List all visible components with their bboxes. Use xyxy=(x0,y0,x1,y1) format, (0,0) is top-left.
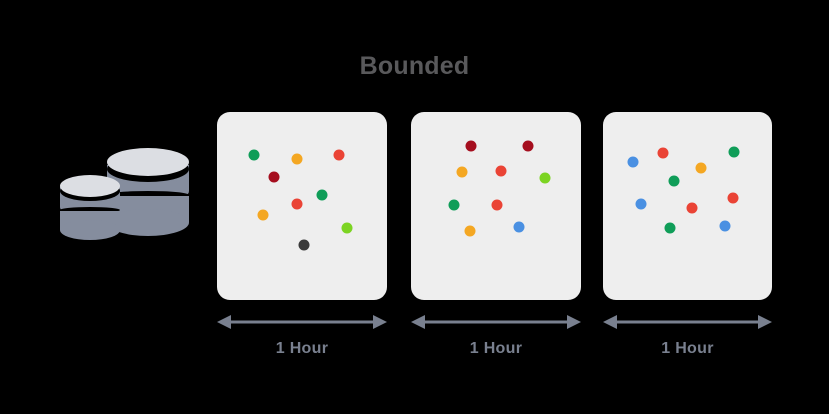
event-dot xyxy=(522,140,534,152)
event-dot xyxy=(719,220,731,232)
time-window-3: 1 Hour xyxy=(603,112,772,357)
event-dot xyxy=(333,149,345,161)
window-panel xyxy=(411,112,581,300)
event-dot xyxy=(465,140,477,152)
event-dot xyxy=(627,156,639,168)
large-cylinder-icon xyxy=(107,148,189,238)
event-dot xyxy=(668,175,680,187)
event-dot xyxy=(291,198,303,210)
event-dot xyxy=(248,149,260,161)
duration-arrow-2: 1 Hour xyxy=(411,312,581,358)
small-cylinder-icon xyxy=(60,175,120,240)
event-dot xyxy=(448,199,460,211)
event-dot xyxy=(291,153,303,165)
duration-label: 1 Hour xyxy=(661,340,714,357)
event-dot xyxy=(456,166,468,178)
event-dot xyxy=(635,198,647,210)
event-dot xyxy=(257,209,269,221)
database-stack-icon xyxy=(55,140,200,245)
event-dot xyxy=(657,147,669,159)
event-dot xyxy=(728,146,740,158)
duration-arrow-3: 1 Hour xyxy=(603,312,772,358)
event-dot xyxy=(686,202,698,214)
time-window-1: 1 Hour xyxy=(217,112,387,357)
event-dot xyxy=(539,172,551,184)
window-panel xyxy=(603,112,772,300)
event-dot xyxy=(513,221,525,233)
double-arrow-icon xyxy=(217,315,387,329)
event-dot xyxy=(695,162,707,174)
event-dot xyxy=(495,165,507,177)
page-title: Bounded xyxy=(359,52,470,80)
double-arrow-icon xyxy=(603,315,772,329)
window-panel xyxy=(217,112,387,300)
event-dot xyxy=(298,239,310,251)
event-dot xyxy=(664,222,676,234)
event-dot xyxy=(341,222,353,234)
event-dot xyxy=(491,199,503,211)
event-dot xyxy=(727,192,739,204)
duration-label: 1 Hour xyxy=(275,340,329,357)
event-dot xyxy=(464,225,476,237)
event-dot xyxy=(316,189,328,201)
double-arrow-icon xyxy=(411,315,581,329)
event-dot xyxy=(268,171,280,183)
duration-label: 1 Hour xyxy=(469,340,523,357)
time-window-2: 1 Hour xyxy=(411,112,581,357)
duration-arrow-1: 1 Hour xyxy=(217,312,387,358)
